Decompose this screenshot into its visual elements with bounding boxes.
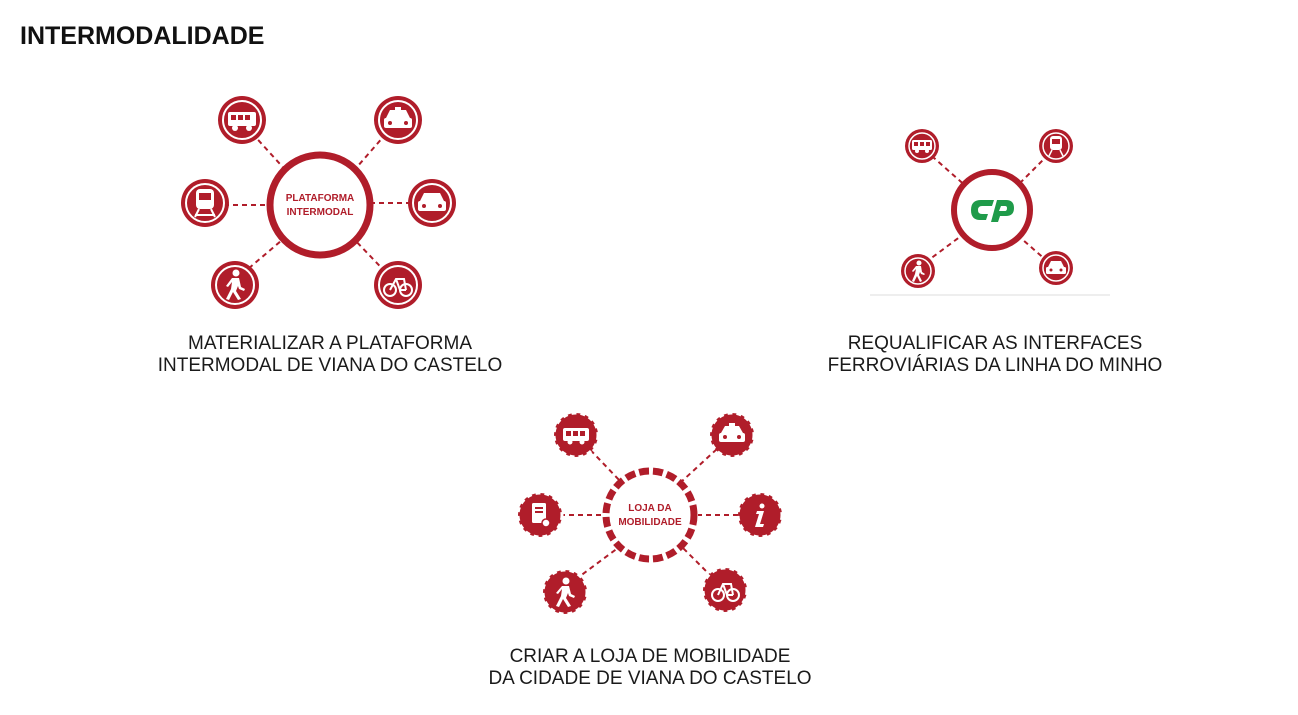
caption-line2: DA CIDADE DE VIANA DO CASTELO (488, 668, 812, 689)
ticket-icon (516, 491, 564, 539)
bicycle-icon (701, 566, 749, 614)
bus-icon (218, 96, 266, 144)
bus-icon (552, 411, 600, 459)
caption-line1: MATERIALIZAR A PLATAFORMA (188, 333, 472, 354)
pedestrian-icon (541, 568, 589, 616)
train-icon (1039, 129, 1073, 163)
caption-line2: FERROVIÁRIAS DA LINHA DO MINHO (827, 355, 1163, 376)
cp-logo-hub (951, 169, 1033, 251)
taxi-icon (374, 96, 422, 144)
car-icon (1039, 251, 1073, 285)
cp-caption: REQUALIFICAR AS INTERFACES FERROVIÁRIAS … (760, 333, 1230, 377)
pedestrian-icon (211, 261, 259, 309)
pedestrian-icon (901, 254, 935, 288)
car-icon (408, 179, 456, 227)
taxi-icon (708, 411, 756, 459)
center-label-line2: MOBILIDADE (618, 517, 682, 528)
caption-line2: INTERMODAL DE VIANA DO CASTELO (157, 355, 503, 376)
center-hub: PLATAFORMA INTERMODAL (266, 151, 374, 259)
plataforma-intermodal-diagram: PLATAFORMA INTERMODAL (181, 96, 456, 309)
loja-mobilidade-diagram: LOJA DA MOBILIDADE (516, 411, 784, 616)
caption-line1: REQUALIFICAR AS INTERFACES (847, 333, 1143, 354)
page-title: INTERMODALIDADE (20, 22, 265, 50)
bus-icon (905, 129, 939, 163)
plataforma-caption: MATERIALIZAR A PLATAFORMA INTERMODAL DE … (95, 333, 565, 377)
caption-line1: CRIAR A LOJA DE MOBILIDADE (509, 646, 791, 667)
info-icon (736, 491, 784, 539)
center-label-line2: INTERMODAL (287, 207, 354, 218)
train-icon (181, 179, 229, 227)
cp-interfaces-diagram (870, 129, 1110, 296)
center-label-line1: LOJA DA (628, 503, 672, 514)
loja-caption: CRIAR A LOJA DE MOBILIDADE DA CIDADE DE … (415, 646, 885, 690)
center-hub: LOJA DA MOBILIDADE (602, 467, 698, 563)
bicycle-icon (374, 261, 422, 309)
center-label-line1: PLATAFORMA (286, 193, 355, 204)
